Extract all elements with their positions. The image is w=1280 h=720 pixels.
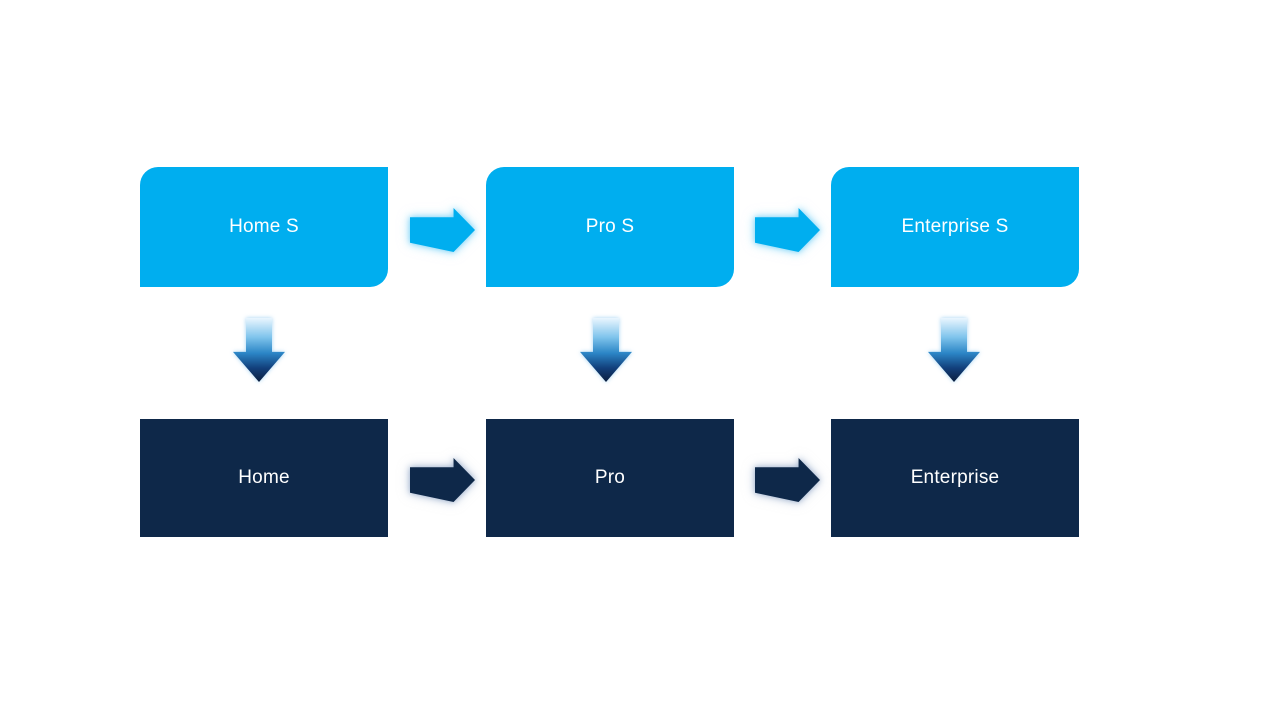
node-home-s-label: Home S <box>229 216 299 237</box>
node-pro-s: Pro S <box>486 167 734 287</box>
right-arrow-icon <box>755 458 820 502</box>
node-pro: Pro <box>486 419 734 537</box>
node-pro-s-label: Pro S <box>585 216 635 237</box>
node-home-label: Home <box>238 467 290 488</box>
node-home-s: Home S <box>140 167 388 287</box>
node-enterprise: Enterprise <box>831 419 1079 537</box>
node-enterprise-label: Enterprise <box>910 467 1000 488</box>
right-arrow-icon <box>410 208 475 252</box>
down-arrow-icon <box>928 318 980 382</box>
right-arrow-icon <box>755 208 820 252</box>
right-arrow-shape <box>410 458 475 502</box>
down-arrow-shape <box>580 318 632 382</box>
node-pro-label: Pro <box>594 467 626 488</box>
node-home: Home <box>140 419 388 537</box>
down-arrow-icon <box>580 318 632 382</box>
right-arrow-shape <box>410 208 475 252</box>
right-arrow-shape <box>755 208 820 252</box>
node-enterprise-s-label: Enterprise S <box>901 216 1009 237</box>
down-arrow-shape <box>928 318 980 382</box>
down-arrow-icon <box>233 318 285 382</box>
right-arrow-shape <box>755 458 820 502</box>
node-enterprise-s: Enterprise S <box>831 167 1079 287</box>
down-arrow-shape <box>233 318 285 382</box>
right-arrow-icon <box>410 458 475 502</box>
